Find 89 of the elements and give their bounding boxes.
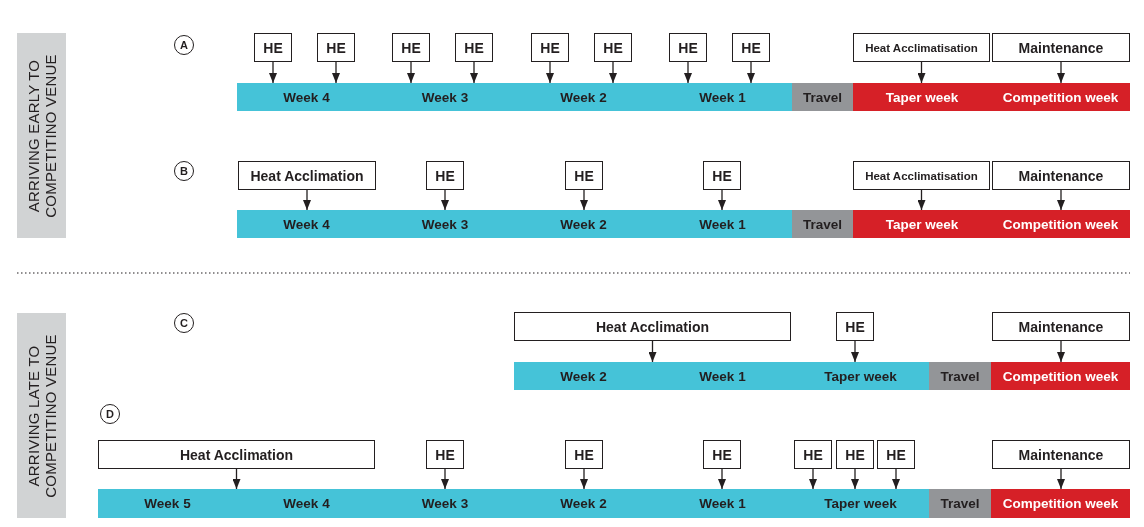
callout-box: HE xyxy=(836,440,874,469)
callout-box: HE xyxy=(877,440,915,469)
callout-box: Maintenance xyxy=(992,440,1130,469)
arrow xyxy=(851,340,859,363)
arrow xyxy=(303,189,311,211)
arrow xyxy=(851,468,859,490)
timeline-segment: Taper week xyxy=(792,489,929,518)
callout-box: HE xyxy=(392,33,430,62)
section-band xyxy=(17,313,66,518)
timeline-segment: Week 1 xyxy=(653,489,792,518)
callout-box: HE xyxy=(426,161,464,190)
callout-box: HE xyxy=(703,161,741,190)
timeline-segment: Travel xyxy=(792,210,853,238)
timeline-segment: Week 3 xyxy=(376,489,514,518)
arrow xyxy=(407,61,415,84)
scenario-letter-circle: B xyxy=(174,161,194,181)
callout-box: HE xyxy=(317,33,355,62)
arrow xyxy=(917,61,926,84)
callout-box: Heat Acclimation xyxy=(238,161,376,190)
section-label: ARRIVING LATE TO COMPETITINO VENUE xyxy=(24,332,59,500)
callout-box: HE xyxy=(669,33,707,62)
arrow xyxy=(809,468,817,490)
callout-box: HE xyxy=(531,33,569,62)
scenario-letter-circle: C xyxy=(174,313,194,333)
timeline-segment: Competition week xyxy=(991,210,1130,238)
timeline-segment: Week 1 xyxy=(653,362,792,390)
timeline-segment: Week 5 xyxy=(98,489,237,518)
section-band xyxy=(17,33,66,238)
arrow xyxy=(441,189,449,211)
callout-box: Maintenance xyxy=(992,161,1130,190)
timeline-segment: Competition week xyxy=(991,83,1130,111)
timeline-segment: Week 4 xyxy=(237,489,376,518)
callout-box: HE xyxy=(254,33,292,62)
timeline-segment: Week 2 xyxy=(514,362,653,390)
timeline-segment: Week 1 xyxy=(653,83,792,111)
callout-box: HE xyxy=(703,440,741,469)
callout-box: Maintenance xyxy=(992,33,1130,62)
arrow xyxy=(546,61,554,84)
callout-box: Heat Acclimation xyxy=(514,312,791,341)
arrow xyxy=(232,468,241,490)
arrow xyxy=(1057,61,1065,84)
callout-box: HE xyxy=(594,33,632,62)
timeline-segment: Taper week xyxy=(853,83,991,111)
timeline-segment: Week 2 xyxy=(514,83,653,111)
arrow xyxy=(580,189,588,211)
arrow xyxy=(1057,189,1065,211)
arrow xyxy=(332,61,340,84)
arrow xyxy=(684,61,692,84)
timeline-segment: Week 4 xyxy=(237,210,376,238)
callout-box: Heat Acclimatisation xyxy=(853,33,990,62)
arrow xyxy=(718,189,726,211)
callout-box: HE xyxy=(426,440,464,469)
arrow xyxy=(470,61,478,84)
callout-box: HE xyxy=(794,440,832,469)
timeline-segment: Week 4 xyxy=(237,83,376,111)
timeline-segment: Travel xyxy=(929,489,991,518)
arrow xyxy=(892,468,900,490)
timeline-segment: Competition week xyxy=(991,489,1130,518)
arrow xyxy=(747,61,755,84)
callout-box: Heat Acclimation xyxy=(98,440,375,469)
timeline-segment: Travel xyxy=(929,362,991,390)
callout-box: HE xyxy=(732,33,770,62)
timeline-segment: Week 3 xyxy=(376,210,514,238)
section-label: ARRIVING EARLY TO COMPETITINO VENUE xyxy=(24,52,59,220)
callout-box: Heat Acclimatisation xyxy=(853,161,990,190)
timeline-segment: Week 2 xyxy=(514,210,653,238)
callout-box: HE xyxy=(565,440,603,469)
callout-box: HE xyxy=(565,161,603,190)
timeline-segment: Competition week xyxy=(991,362,1130,390)
callout-box: HE xyxy=(455,33,493,62)
timeline-segment: Taper week xyxy=(792,362,929,390)
timeline-segment: Travel xyxy=(792,83,853,111)
arrow xyxy=(580,468,588,490)
callout-box: HE xyxy=(836,312,874,341)
scenario-letter-circle: D xyxy=(100,404,120,424)
timeline-segment: Week 2 xyxy=(514,489,653,518)
arrow xyxy=(1057,340,1065,363)
arrow xyxy=(269,61,277,84)
arrow xyxy=(917,189,926,211)
callout-box: Maintenance xyxy=(992,312,1130,341)
scenario-letter-circle: A xyxy=(174,35,194,55)
arrow xyxy=(609,61,617,84)
timeline-segment: Week 1 xyxy=(653,210,792,238)
arrow xyxy=(648,340,657,363)
arrow xyxy=(441,468,449,490)
timeline-segment: Taper week xyxy=(853,210,991,238)
arrow xyxy=(718,468,726,490)
timeline-segment: Week 3 xyxy=(376,83,514,111)
arrow xyxy=(1057,468,1065,490)
